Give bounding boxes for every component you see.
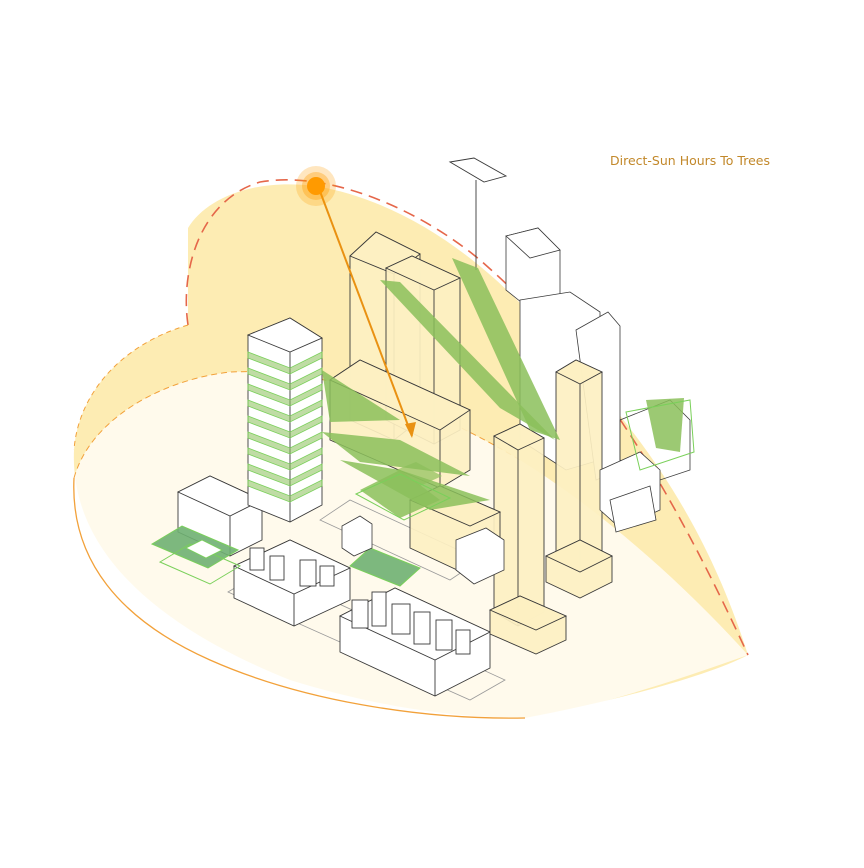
wedge-right-flag	[646, 398, 684, 452]
tower-front	[494, 424, 544, 626]
sun-icon	[307, 177, 325, 195]
terraced-tower	[248, 318, 322, 522]
diagram-title: Direct-Sun Hours To Trees	[610, 153, 770, 168]
